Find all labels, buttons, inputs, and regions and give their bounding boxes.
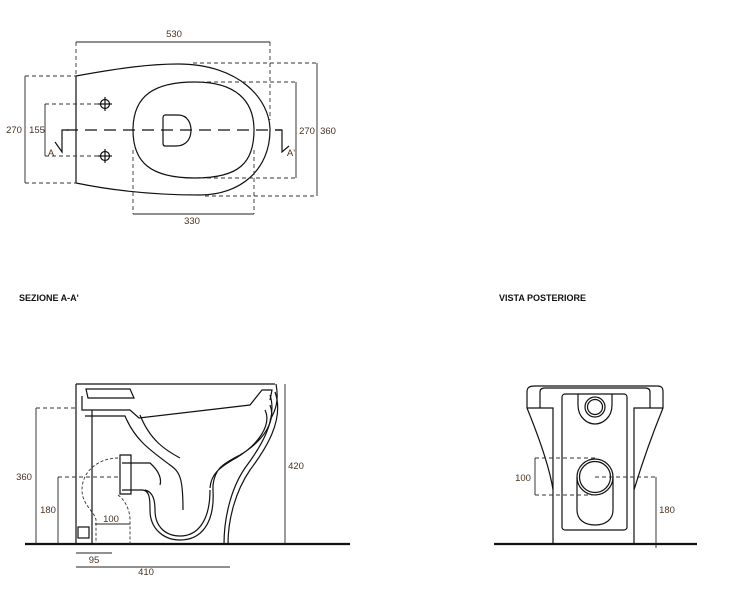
fixing-hole-icon bbox=[98, 97, 112, 111]
outlet-slot bbox=[576, 477, 614, 526]
dim-height: 420 bbox=[288, 461, 304, 472]
section-view: 420 360 180 100 95 410 bbox=[16, 383, 350, 578]
section-title: SEZIONE A-A' bbox=[19, 293, 79, 303]
top-view: A A' 530 270 155 270 360 330 bbox=[6, 29, 336, 227]
dim-outlet-height: 180 bbox=[40, 505, 56, 516]
front-leg bbox=[223, 391, 279, 545]
fixing-bracket-icon bbox=[77, 526, 90, 539]
back-wall bbox=[75, 384, 93, 544]
dim-depth: 410 bbox=[138, 567, 154, 578]
rear-outline bbox=[526, 385, 664, 544]
rear-view: 100 180 bbox=[494, 385, 697, 548]
dim-width: 530 bbox=[166, 29, 182, 40]
dim-right-outer: 360 bbox=[320, 126, 336, 137]
dim-outlet-height-rear: 180 bbox=[659, 505, 675, 516]
section-mark-right bbox=[275, 129, 290, 154]
dim-back-offset: 95 bbox=[89, 555, 100, 566]
dim-bowl: 330 bbox=[184, 216, 200, 227]
dim-inlet-height: 360 bbox=[16, 472, 32, 483]
drain-outline bbox=[162, 114, 192, 147]
rear-view-title: VISTA POSTERIORE bbox=[499, 293, 586, 303]
inlet-recess bbox=[577, 394, 613, 425]
rear-panel bbox=[561, 393, 628, 531]
inlet-icon bbox=[584, 396, 606, 418]
dim-left-outer: 270 bbox=[6, 125, 22, 136]
bowl-rim-outline bbox=[132, 81, 255, 179]
section-label-right: A' bbox=[287, 148, 295, 159]
bowl-front bbox=[209, 404, 273, 490]
dim-left-inner: 155 bbox=[29, 125, 45, 136]
flush-channel bbox=[81, 388, 273, 419]
dim-outlet-width: 100 bbox=[103, 514, 119, 525]
top-outline bbox=[75, 63, 271, 196]
trap bbox=[122, 462, 214, 541]
fixing-hole-icon bbox=[98, 149, 112, 163]
dim-right-inner: 270 bbox=[299, 126, 315, 137]
inlet-inner-ring bbox=[586, 398, 604, 416]
bowl-inner bbox=[85, 414, 184, 511]
section-mark-left bbox=[54, 129, 69, 154]
dim-outlet-diameter: 100 bbox=[515, 473, 531, 484]
outlet-connector bbox=[81, 457, 131, 544]
section-label-left: A bbox=[48, 148, 55, 159]
outlet-pipe bbox=[119, 454, 132, 495]
